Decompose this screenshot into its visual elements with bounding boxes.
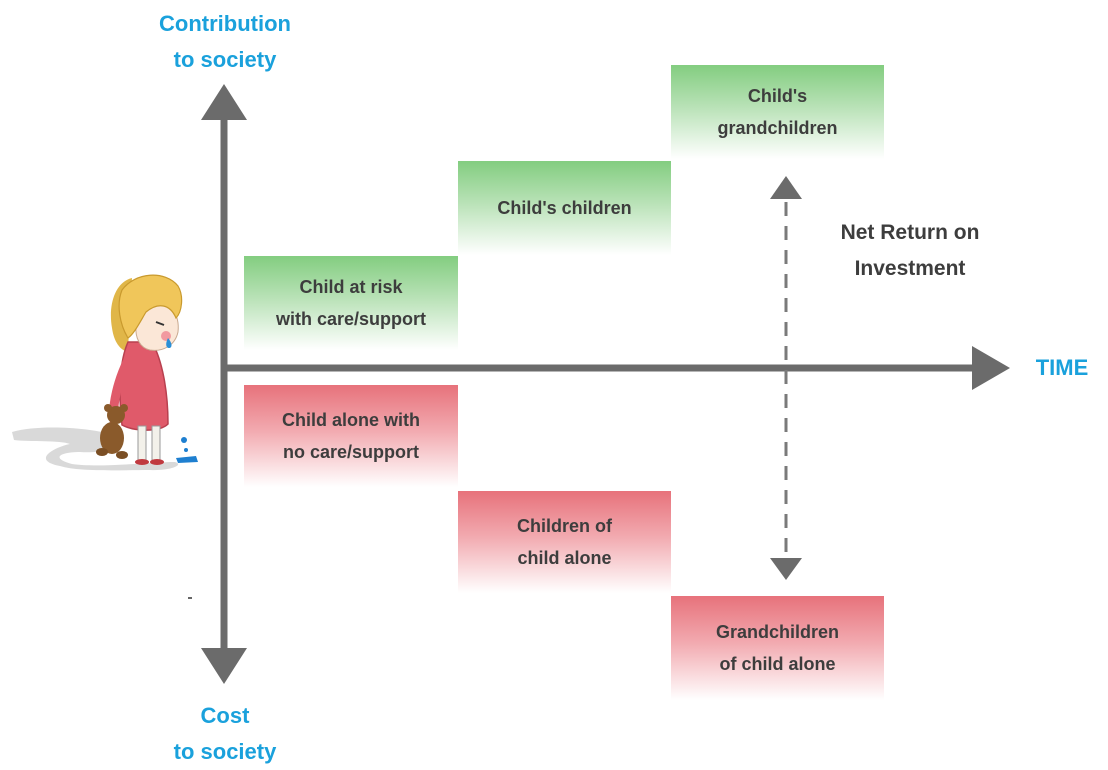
y-axis-bottom-label-line-1: Cost bbox=[200, 703, 250, 728]
box-grandchildren-of-child-alone-line-1: Grandchildren bbox=[715, 622, 840, 642]
net-return-annotation-line-2: Investment bbox=[854, 257, 966, 280]
box-childs-grandchildren-line-2: grandchildren bbox=[717, 118, 838, 138]
y-axis-bottom-label-line-2: to society bbox=[173, 739, 277, 764]
box-child-at-risk: Child at risk with care/support bbox=[244, 256, 458, 350]
box-child-alone: Child alone with no care/support bbox=[244, 385, 458, 487]
net-return-annotation-line-1: Net Return on bbox=[840, 221, 980, 244]
box-children-of-child-alone-line-1: Children of bbox=[517, 516, 612, 536]
net-return-up-arrowhead bbox=[770, 176, 802, 199]
box-child-alone-line-2: no care/support bbox=[282, 442, 420, 462]
y-axis-up-arrowhead bbox=[201, 84, 247, 120]
net-return-down-arrowhead bbox=[770, 558, 802, 580]
x-axis-label: TIME bbox=[1035, 355, 1089, 380]
box-children-of-child-alone-line-2: child alone bbox=[517, 548, 612, 568]
box-childs-grandchildren-line-1: Child's bbox=[747, 86, 808, 106]
y-axis-top-label: Contribution to society bbox=[135, 6, 315, 78]
box-child-at-risk-line-1: Child at risk bbox=[299, 277, 403, 297]
box-child-alone-line-1: Child alone with bbox=[282, 410, 420, 430]
box-childs-grandchildren: Child's grandchildren bbox=[671, 65, 884, 159]
y-axis-down-arrowhead bbox=[201, 648, 247, 684]
net-return-annotation: Net Return on Investment bbox=[800, 215, 1020, 287]
box-grandchildren-of-child-alone: Grandchildren of child alone bbox=[671, 596, 884, 700]
box-childs-children: Child's children bbox=[458, 161, 671, 255]
box-grandchildren-of-child-alone-line-2: of child alone bbox=[719, 654, 836, 674]
x-axis-right-arrowhead bbox=[972, 346, 1010, 390]
y-axis-top-label-line-2: to society bbox=[173, 47, 277, 72]
box-child-at-risk-line-2: with care/support bbox=[275, 309, 427, 329]
y-axis-bottom-label: Cost to society bbox=[135, 698, 315, 770]
box-children-of-child-alone: Children of child alone bbox=[458, 491, 671, 593]
sad-girl-with-teddy-bear-icon bbox=[12, 274, 198, 471]
box-childs-children-line-1: Child's children bbox=[497, 198, 632, 218]
y-axis-top-label-line-1: Contribution bbox=[159, 11, 291, 36]
